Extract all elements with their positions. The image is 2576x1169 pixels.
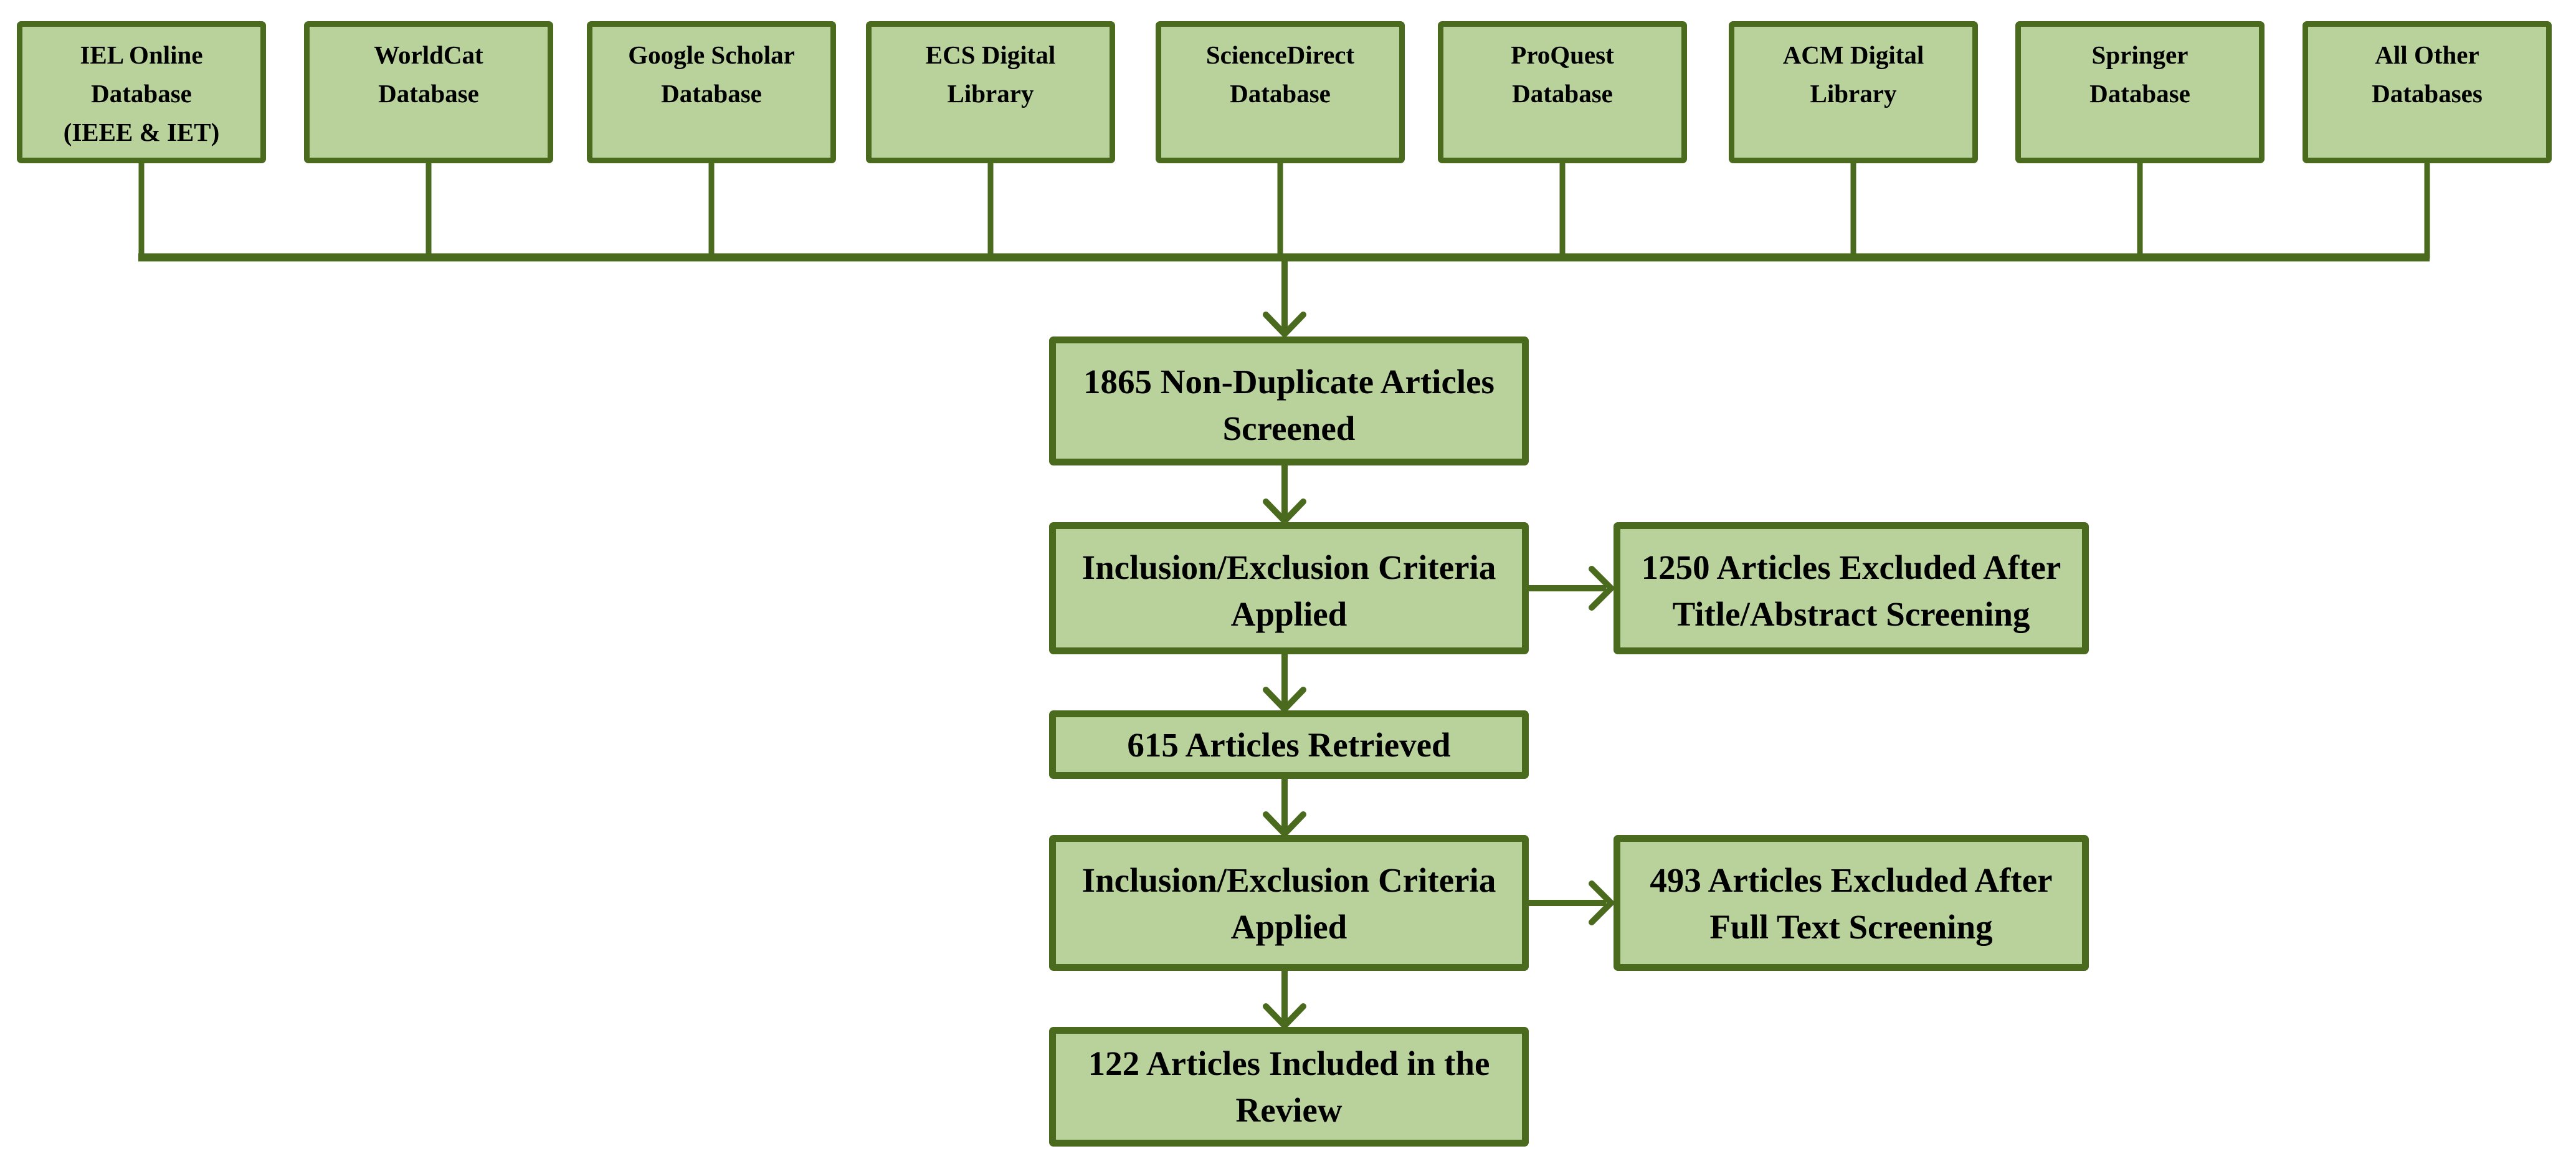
db-box-ecs-digital-library: ECS Digital Library: [866, 21, 1115, 163]
db-box-all-other-databases: All Other Databases: [2303, 21, 2552, 163]
flow-box-criteria-applied-2: Inclusion/Exclusion Criteria Applied: [1049, 835, 1529, 971]
flow-box-non-duplicate-screened: 1865 Non-Duplicate Articles Screened: [1049, 336, 1529, 465]
arrowhead-down-icon: [1263, 687, 1306, 714]
db-box-springer: Springer Database: [2015, 21, 2265, 163]
flow-box-articles-included: 122 Articles Included in the Review: [1049, 1027, 1529, 1147]
db-box-proquest: ProQuest Database: [1438, 21, 1687, 163]
db-box-sciencedirect: ScienceDirect Database: [1156, 21, 1405, 163]
db-box-acm-digital-library: ACM Digital Library: [1729, 21, 1978, 163]
flow-box-excluded-title-abstract: 1250 Articles Excluded After Title/Abstr…: [1614, 522, 2089, 654]
db-box-iel-online-database: IEL Online Database (IEEE & IET): [17, 21, 266, 163]
flow-box-excluded-full-text: 493 Articles Excluded After Full Text Sc…: [1614, 835, 2089, 971]
arrowhead-right-icon: [1589, 566, 1616, 611]
flow-box-criteria-applied-1: Inclusion/Exclusion Criteria Applied: [1049, 522, 1529, 654]
arrowhead-down-icon: [1263, 499, 1306, 526]
arrowhead-down-icon: [1263, 811, 1306, 839]
arrowhead-right-icon: [1589, 880, 1616, 925]
db-box-worldcat: WorldCat Database: [304, 21, 553, 163]
db-box-google-scholar: Google Scholar Database: [587, 21, 836, 163]
flow-box-articles-retrieved: 615 Articles Retrieved: [1049, 710, 1529, 779]
arrowhead-down-icon: [1263, 312, 1306, 339]
arrowhead-down-icon: [1263, 1003, 1306, 1031]
